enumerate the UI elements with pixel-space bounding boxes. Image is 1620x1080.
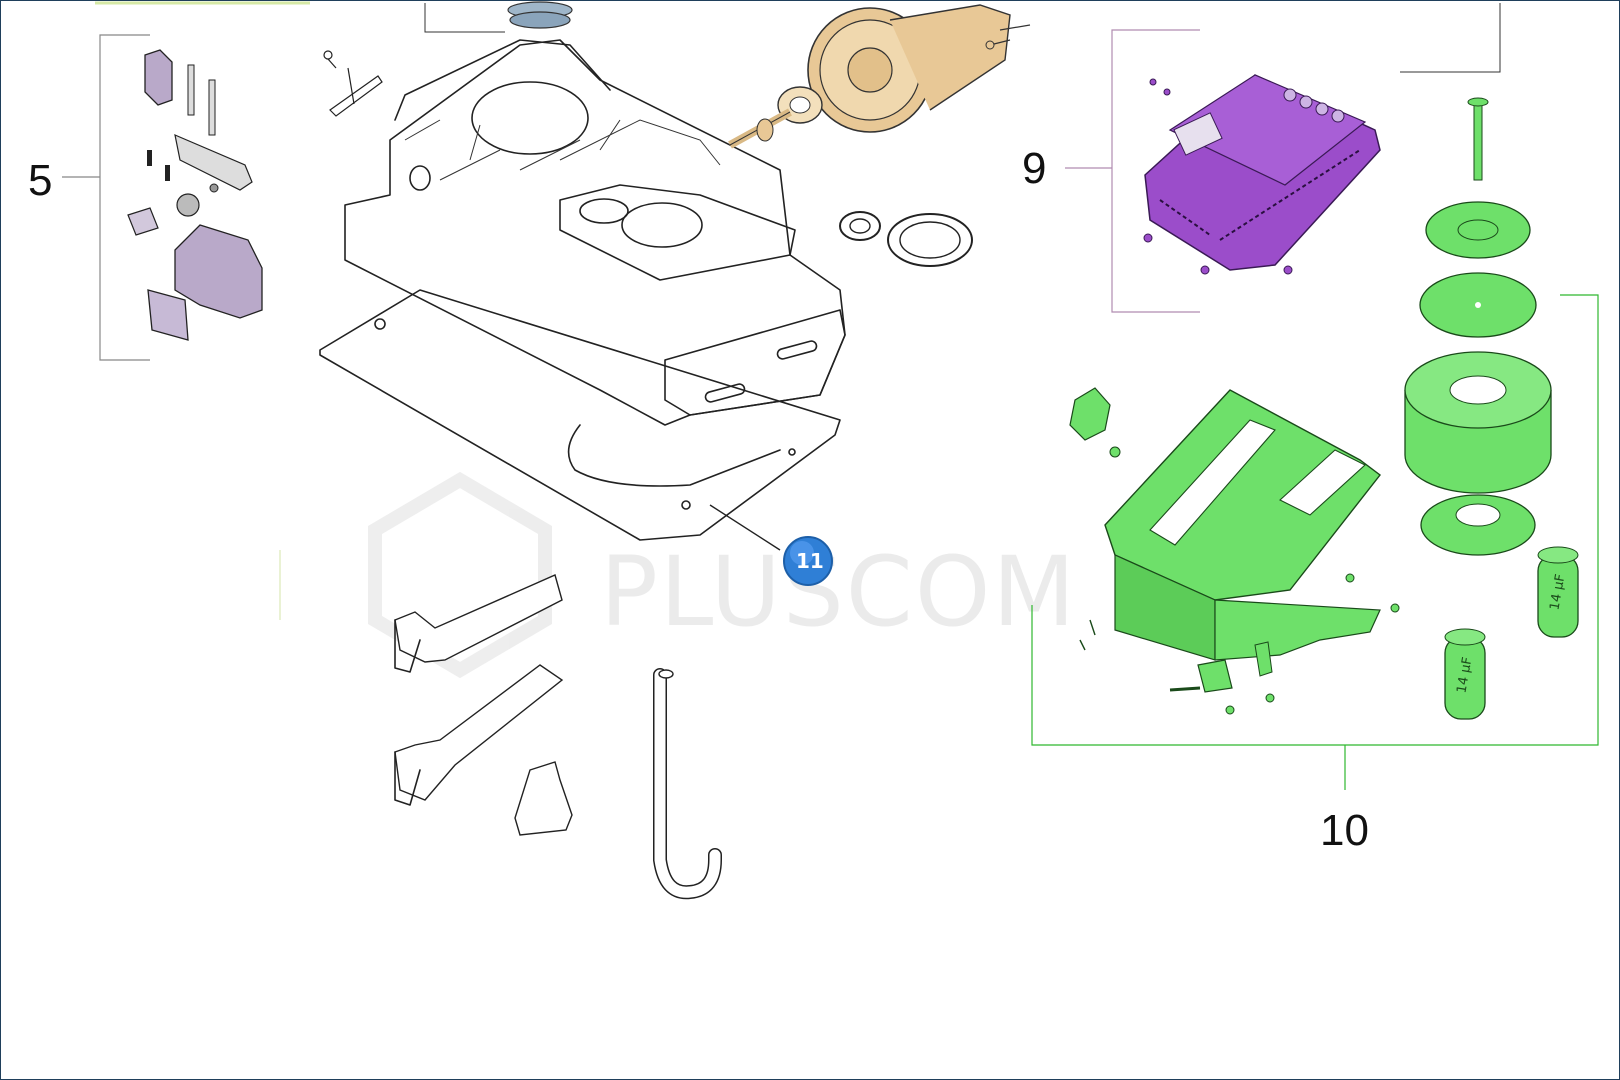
group-10-bracket: 10 (1031, 294, 1599, 855)
capacitor-1-label: 14 μF (1547, 573, 1568, 611)
seal-rings (839, 211, 973, 267)
callout-10: 10 (1320, 806, 1369, 855)
group-5-bracket: 5 (28, 34, 150, 361)
callout-9: 9 (1022, 144, 1046, 193)
group-9-bracket: 9 (1022, 29, 1200, 313)
cover-plate-small (514, 761, 573, 836)
watermark-text: PLUSCOM (600, 536, 1077, 648)
lock-assembly-parts (127, 49, 263, 341)
callout-5: 5 (28, 156, 52, 205)
badge-11-label: 11 (796, 549, 824, 573)
small-mounting-plate (323, 50, 383, 117)
capacitors: 14 μF 14 μF (1444, 546, 1579, 720)
watermark: PLUSCOM (368, 471, 1077, 679)
gear-assembly (728, 4, 1031, 149)
release-levers (394, 574, 564, 806)
mounting-frame (1069, 387, 1400, 715)
release-key (653, 668, 722, 900)
capacitor-2-label: 14 μF (1454, 656, 1475, 694)
control-board (1143, 74, 1381, 275)
spring-part (507, 1, 573, 29)
top-right-bracket-line (1400, 3, 1501, 73)
motor-stack-parts (1404, 97, 1552, 556)
badge-11: 11 (783, 536, 833, 586)
motor-housing (319, 39, 846, 541)
badge-11-leader (709, 504, 781, 551)
top-bracket-line (424, 3, 505, 33)
